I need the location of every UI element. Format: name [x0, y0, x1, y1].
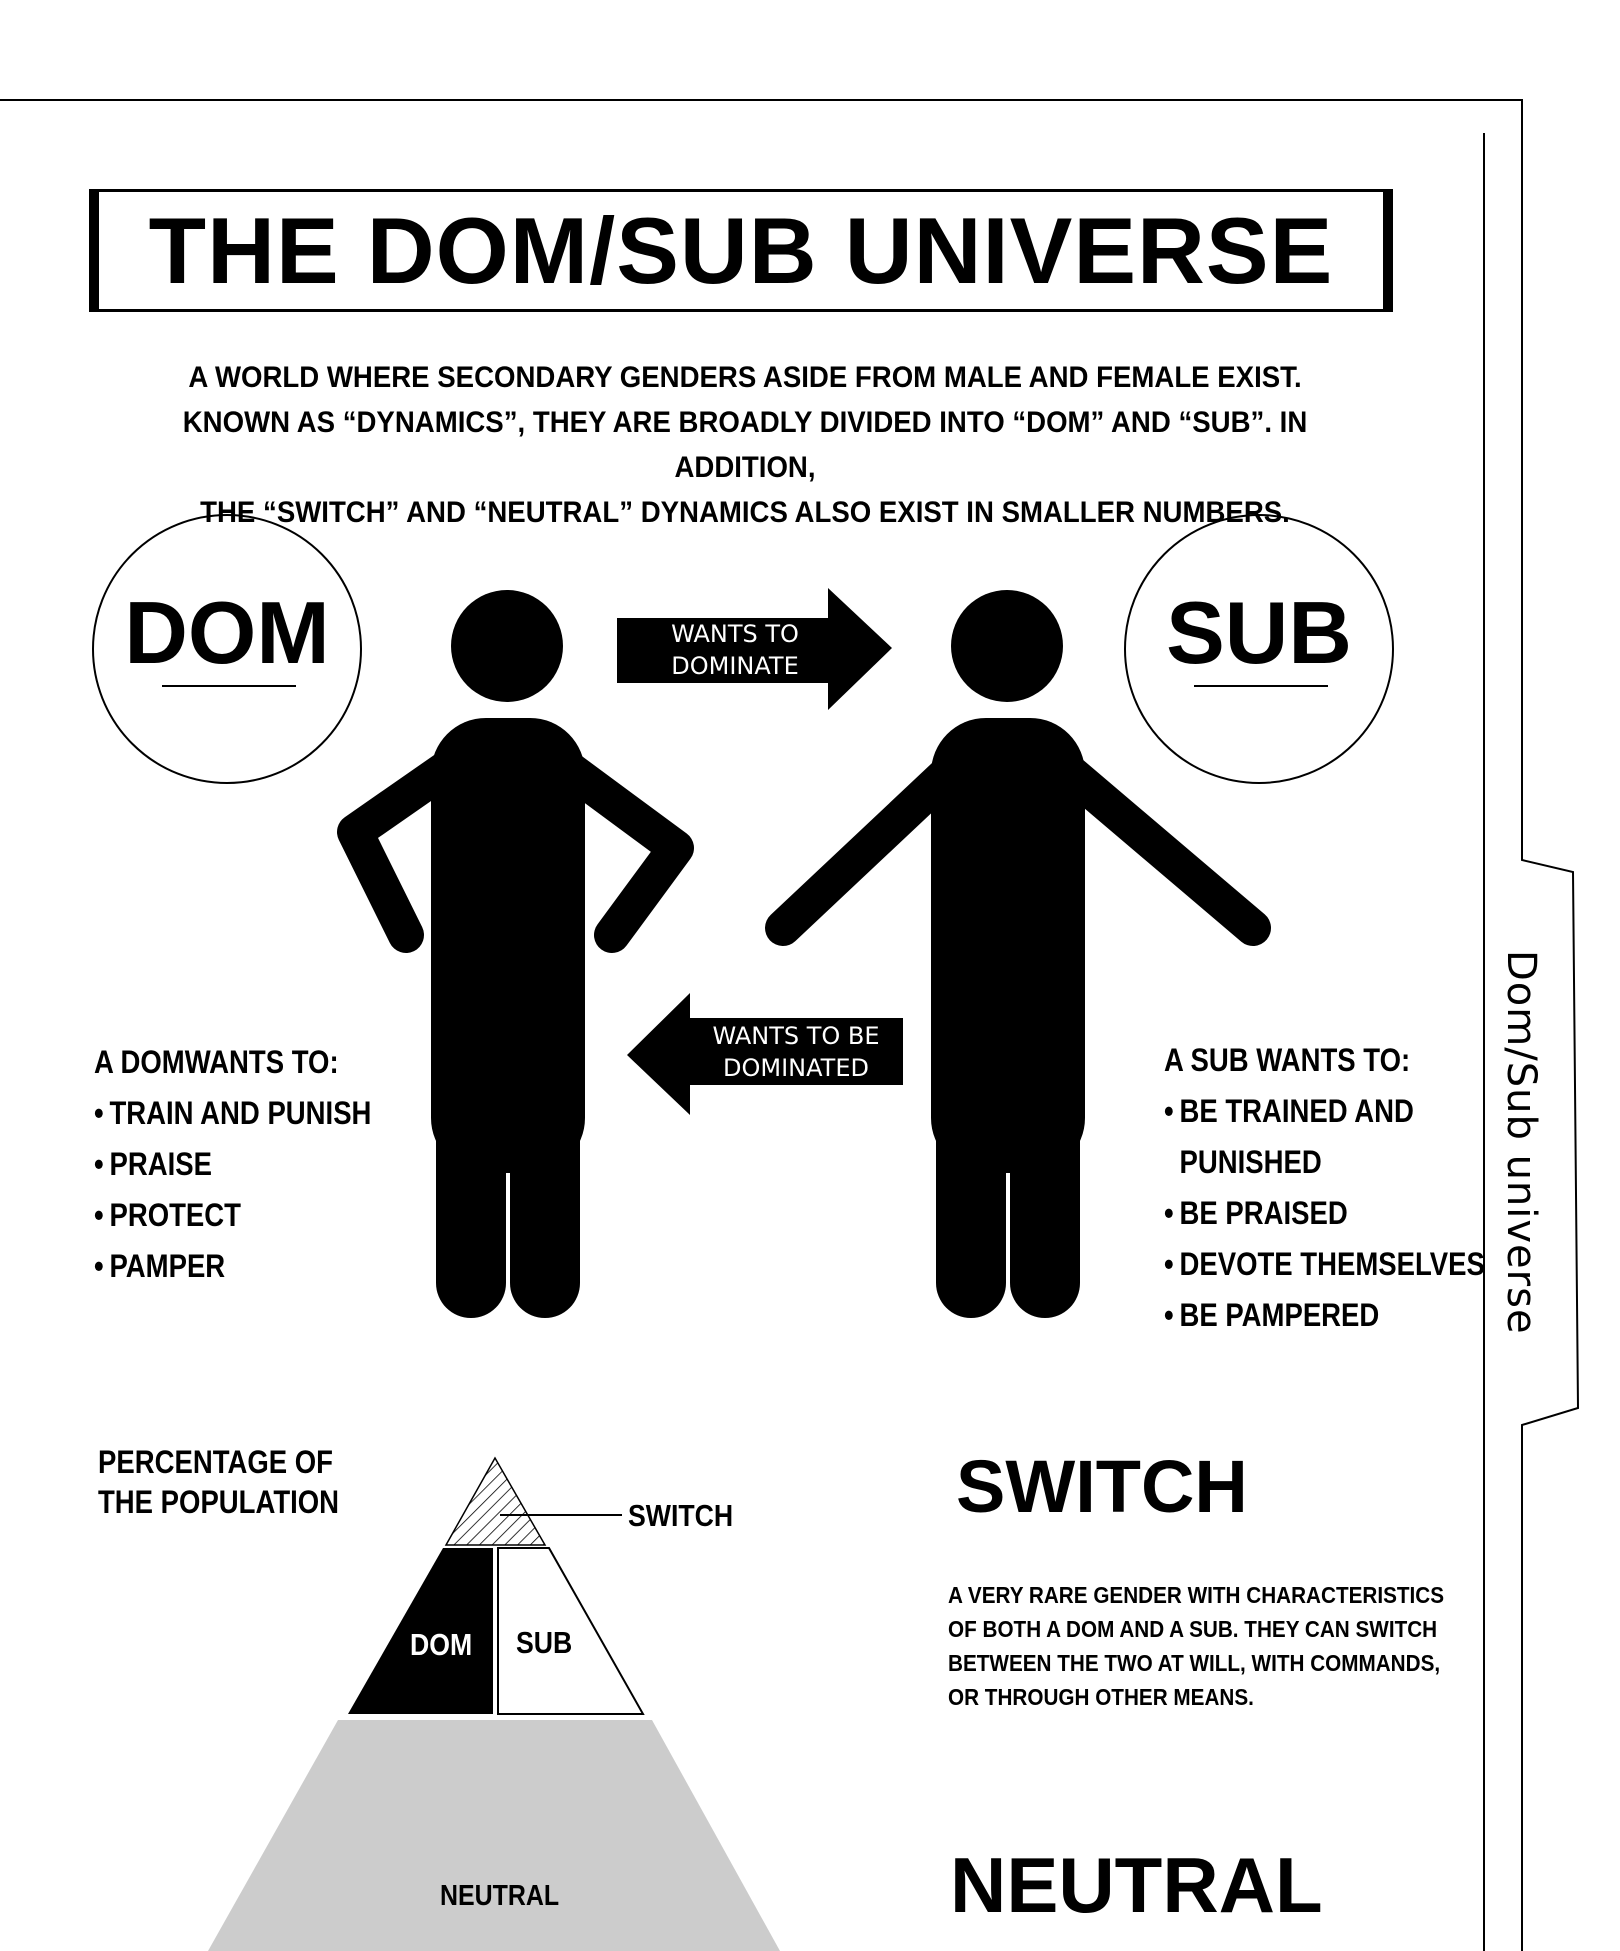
pyramid-switch-label: SWITCH: [628, 1498, 734, 1533]
sub-underline: [1194, 685, 1328, 687]
side-tab-label: Dom/Sub universe: [1498, 950, 1544, 1335]
bullet-icon: •: [94, 1248, 104, 1284]
population-pyramid: [208, 1456, 780, 1951]
list-item: •BE PAMPERED: [1164, 1290, 1485, 1341]
pyramid-sub-label: SUB: [516, 1625, 573, 1660]
list-item: •BE PRAISED: [1164, 1188, 1485, 1239]
switch-description-line: OR THROUGH OTHER MEANS.: [948, 1684, 1254, 1710]
sub-figure-icon: [765, 590, 1271, 1318]
intro-line: A WORLD WHERE SECONDARY GENDERS ASIDE FR…: [188, 361, 1302, 394]
list-item: •BE TRAINED AND: [1164, 1086, 1485, 1137]
arrow-left-line: DOMINATED: [723, 1054, 869, 1082]
page-border: [0, 99, 1580, 1951]
arrow-right-line: DOMINATE: [671, 652, 799, 680]
intro-line: THE “SWITCH” AND “NEUTRAL” DYNAMICS ALSO…: [200, 496, 1290, 529]
sub-circle: SUB: [1124, 514, 1394, 784]
sub-circle-label: SUB: [1166, 583, 1352, 682]
list-item: •PRAISE: [94, 1139, 371, 1190]
arrow-left-line: WANTS TO BE: [712, 1022, 880, 1050]
switch-description: A VERY RARE GENDER WITH CHARACTERISTICS …: [948, 1578, 1444, 1714]
dom-underline: [162, 685, 296, 687]
intro-line: KNOWN AS “DYNAMICS”, THEY ARE BROADLY DI…: [182, 406, 1308, 484]
pyramid-sub: [497, 1547, 645, 1715]
intro-text: A WORLD WHERE SECONDARY GENDERS ASIDE FR…: [152, 355, 1339, 535]
arrow-right-icon: [617, 588, 892, 710]
dom-wants-list: A DOMWANTS TO: •TRAIN AND PUNISH •PRAISE…: [94, 1037, 371, 1292]
arrow-right-label: WANTS TO DOMINATE: [622, 618, 848, 682]
switch-description-line: OF BOTH A DOM AND A SUB. THEY CAN SWITCH: [948, 1616, 1438, 1642]
bullet-icon: •: [1164, 1093, 1174, 1129]
dom-figure-icon: [337, 590, 694, 1318]
sub-list-heading: A SUB WANTS TO:: [1164, 1042, 1411, 1078]
switch-description-line: BETWEEN THE TWO AT WILL, WITH COMMANDS,: [948, 1650, 1441, 1676]
list-item: PUNISHED: [1179, 1144, 1322, 1180]
bullet-icon: •: [1164, 1297, 1174, 1333]
list-item: •DEVOTE THEMSELVES: [1164, 1239, 1485, 1290]
arrow-right-line: WANTS TO: [671, 620, 799, 648]
dom-circle-label: DOM: [124, 583, 330, 682]
dom-list-heading: A DOMWANTS TO:: [94, 1044, 339, 1080]
list-item: •PROTECT: [94, 1190, 371, 1241]
population-heading-line: THE POPULATION: [98, 1484, 340, 1520]
switch-description-line: A VERY RARE GENDER WITH CHARACTERISTICS: [948, 1582, 1445, 1608]
population-heading-line: PERCENTAGE OF: [98, 1444, 333, 1480]
pyramid-neutral-label: NEUTRAL: [440, 1880, 560, 1912]
arrow-left-icon: [627, 993, 903, 1115]
switch-title: SWITCH: [956, 1445, 1248, 1528]
bullet-icon: •: [94, 1197, 104, 1233]
bullet-icon: •: [94, 1146, 104, 1182]
dom-circle: DOM: [92, 514, 362, 784]
pyramid-dom: [348, 1548, 493, 1714]
neutral-title: NEUTRAL: [950, 1841, 1323, 1929]
population-heading: PERCENTAGE OF THE POPULATION: [98, 1442, 339, 1522]
pyramid-switch: [444, 1456, 547, 1546]
bullet-icon: •: [1164, 1195, 1174, 1231]
pyramid-neutral: [208, 1720, 780, 1951]
sub-wants-list: A SUB WANTS TO: •BE TRAINED AND PUNISHED…: [1164, 1035, 1485, 1341]
bullet-icon: •: [94, 1095, 104, 1131]
arrow-left-label: WANTS TO BE DOMINATED: [688, 1020, 904, 1084]
title-box: THE DOM/SUB UNIVERSE: [89, 189, 1393, 312]
list-item: •TRAIN AND PUNISH: [94, 1088, 371, 1139]
bullet-icon: •: [1164, 1246, 1174, 1282]
page-title: THE DOM/SUB UNIVERSE: [148, 197, 1334, 303]
pyramid-dom-label: DOM: [410, 1627, 473, 1662]
list-item: •PAMPER: [94, 1241, 371, 1292]
